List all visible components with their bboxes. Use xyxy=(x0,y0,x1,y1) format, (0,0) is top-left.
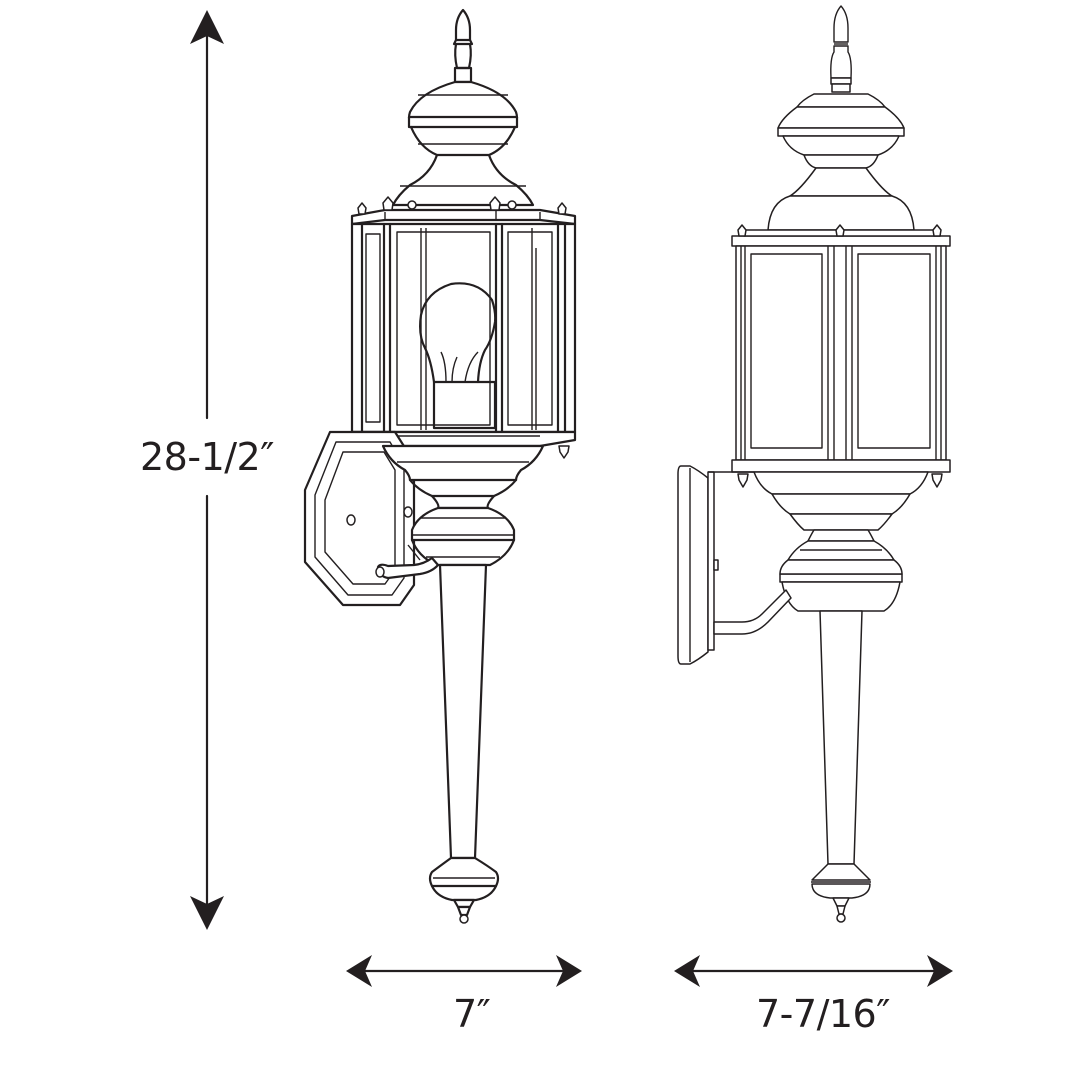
side-width-dimension-label: 7-7/16″ xyxy=(756,992,890,1036)
wall-plate-side xyxy=(677,465,719,665)
width-dimension-arrow-front xyxy=(346,955,582,987)
front-width-dimension-label: 7″ xyxy=(453,992,491,1036)
lantern-front-view xyxy=(303,8,577,924)
width-dimension-arrow-side xyxy=(674,955,953,987)
height-dimension-arrow xyxy=(190,10,224,930)
lantern-side-view xyxy=(677,5,951,923)
height-dimension-label: 28-1/2″ xyxy=(140,435,274,479)
